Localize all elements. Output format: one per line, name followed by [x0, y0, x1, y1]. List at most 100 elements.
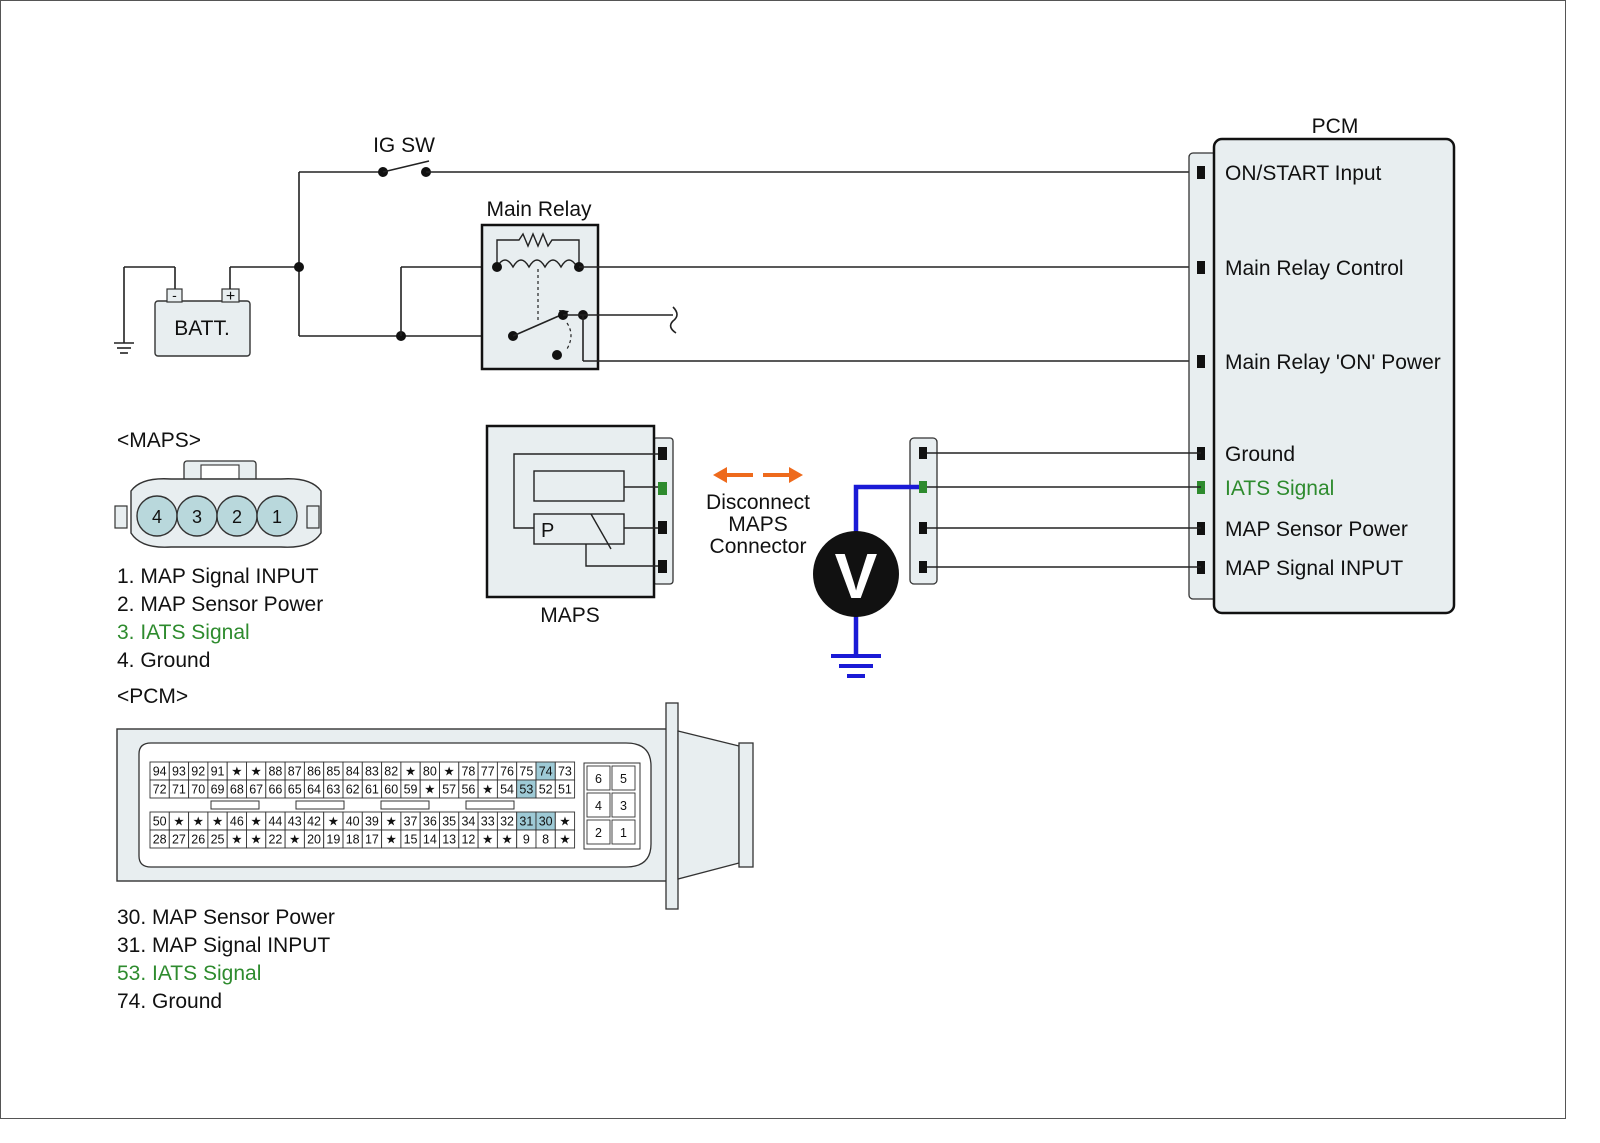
pcm-pin-label: 33	[481, 815, 495, 829]
pcm-pin-label: ★	[328, 815, 339, 829]
pcm-pin-label: ★	[501, 833, 512, 847]
pcm-pin-label: ★	[559, 833, 570, 847]
double-arrow-icon	[713, 467, 803, 483]
pcm-pin-label: ★	[251, 815, 262, 829]
pcm-connector-title: <PCM>	[117, 685, 188, 708]
pcm-pin-label: 94	[153, 765, 167, 779]
pcm-pin-label: 60	[384, 783, 398, 797]
relay-coil-icon	[492, 232, 584, 323]
pcm-pin-label: ★	[173, 815, 184, 829]
pcm-pin-label: 77	[481, 765, 495, 779]
pcm-pin-label: 92	[191, 765, 205, 779]
pcm-pin-label: ★	[231, 833, 242, 847]
pcm-pin-label: 87	[288, 765, 302, 779]
maps-connector-pin-label: 1	[272, 507, 282, 527]
pcm-pin-label: 36	[423, 815, 437, 829]
pcm-pin-label: 69	[211, 783, 225, 797]
pcm-pin-label: 52	[539, 783, 553, 797]
pcm-small-pin-label: 2	[595, 826, 602, 840]
pcm-terminal-pin	[1197, 261, 1205, 274]
pcm-small-pin-label: 3	[620, 799, 627, 813]
pcm-pin-label: 51	[558, 783, 572, 797]
pcm-pin-label: ★	[405, 765, 416, 779]
ground-symbol-icon	[831, 654, 881, 678]
voltmeter-label: V	[835, 540, 878, 612]
pcm-pin-label: 59	[404, 783, 418, 797]
pcm-small-pin-label: 5	[620, 772, 627, 786]
pcm-terminal-label: MAP Sensor Power	[1225, 518, 1408, 541]
pcm-pin-label: 35	[442, 815, 456, 829]
pcm-pin-label: 34	[461, 815, 475, 829]
pcm-pin-label: 32	[500, 815, 514, 829]
pcm-legend-item: 31. MAP Signal INPUT	[117, 934, 330, 957]
pcm-terminal-label: MAP Signal INPUT	[1225, 557, 1403, 580]
wiring-diagram-page: - + BATT. IG SW Main Relay	[0, 0, 1566, 1119]
pcm-pin-label: ★	[251, 765, 262, 779]
maps-module-label: MAPS	[540, 604, 600, 627]
pcm-pin-label: ★	[424, 783, 435, 797]
battery-label: BATT.	[174, 317, 230, 340]
pcm-pin-label: 71	[172, 783, 186, 797]
maps-relay-p-label: P	[541, 520, 554, 542]
pcm-pin-label: 64	[307, 783, 321, 797]
maps-connector-pin-label: 3	[192, 507, 202, 527]
pcm-pin-label: 26	[191, 833, 205, 847]
pcm-pin-label: 39	[365, 815, 379, 829]
pcm-pin-label: ★	[482, 783, 493, 797]
main-relay: Main Relay	[480, 198, 600, 371]
circuit-diagram: - + BATT. IG SW Main Relay	[114, 115, 1456, 1013]
pcm-pin-label: 42	[307, 815, 321, 829]
pcm-pin-label: 82	[384, 765, 398, 779]
pcm-pin-label: 72	[153, 783, 167, 797]
pcm-pin-label: 93	[172, 765, 186, 779]
pcm-pin-label: 76	[500, 765, 514, 779]
pcm-pin-label: 63	[326, 783, 340, 797]
pcm-pin-label: 67	[249, 783, 263, 797]
pcm-pin-label: 31	[519, 815, 533, 829]
pcm-pin-label: 78	[461, 765, 475, 779]
pcm-legend-item: 30. MAP Sensor Power	[117, 906, 335, 929]
pcm-small-pin-cell	[611, 765, 636, 791]
pcm-pin-label: ★	[251, 833, 262, 847]
pcm-pin-label: 57	[442, 783, 456, 797]
harness-connector	[909, 437, 938, 585]
pcm-pin-label: 43	[288, 815, 302, 829]
maps-connector-pin	[256, 495, 298, 537]
maps-legend-item: 3. IATS Signal	[117, 621, 250, 644]
pcm-pin-label: 83	[365, 765, 379, 779]
pcm-pin-legend: 30. MAP Sensor Power 31. MAP Signal INPUT…	[117, 906, 335, 1013]
pcm-pin-label: 15	[404, 833, 418, 847]
disconnect-line-1: Disconnect	[706, 491, 810, 514]
maps-connector-pin-label: 2	[232, 507, 242, 527]
pcm-small-pin-label: 4	[595, 799, 602, 813]
pcm-small-pin-label: 1	[620, 826, 627, 840]
pcm-pin-cell	[554, 779, 576, 799]
pcm-pin-label: ★	[444, 765, 455, 779]
pcm-small-pin-cell	[611, 819, 636, 845]
disconnect-line-3: Connector	[710, 535, 807, 558]
pcm-small-pin-cell	[586, 819, 611, 845]
battery-positive-label: +	[226, 288, 235, 305]
pcm-pin-label: 75	[519, 765, 533, 779]
pcm-pin-label: 70	[191, 783, 205, 797]
pcm-pin-label: 86	[307, 765, 321, 779]
pcm-small-pin-cell	[611, 792, 636, 818]
pcm-pin-label: 80	[423, 765, 437, 779]
pcm-pin-label: 44	[268, 815, 282, 829]
pcm-legend-item: 74. Ground	[117, 990, 222, 1013]
pcm-pin-label: 65	[288, 783, 302, 797]
pcm-pin-label: ★	[386, 833, 397, 847]
pcm-pin-label: 91	[211, 765, 225, 779]
pcm-pin-label: 25	[211, 833, 225, 847]
pcm-terminal-label: ON/START Input	[1225, 162, 1382, 185]
pcm-small-pin-cell	[586, 792, 611, 818]
pcm-pin-label: 22	[268, 833, 282, 847]
pcm-pin-label: 73	[558, 765, 572, 779]
maps-legend-item: 2. MAP Sensor Power	[117, 593, 323, 616]
pcm-pin-label: 66	[268, 783, 282, 797]
maps-connector-title: <MAPS>	[117, 429, 201, 452]
pcm-pin-label: 61	[365, 783, 379, 797]
